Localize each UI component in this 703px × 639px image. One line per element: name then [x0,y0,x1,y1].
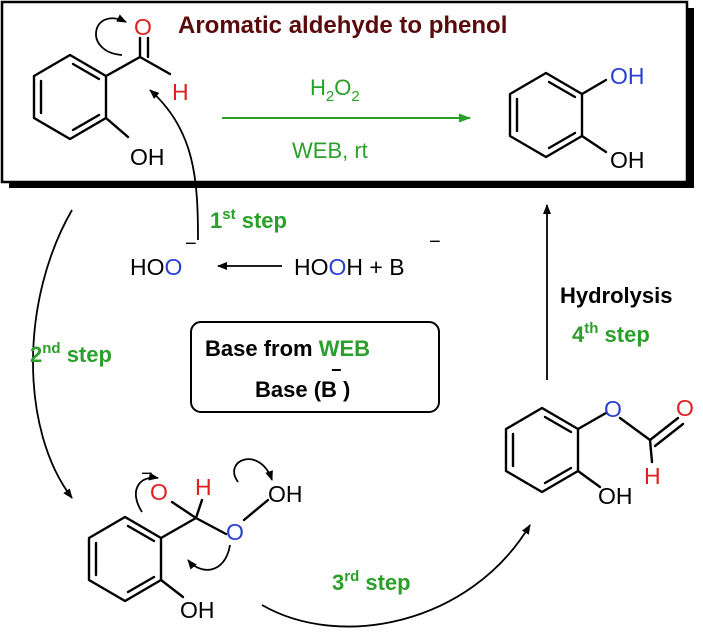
formate-O-ester: O [604,396,622,422]
curved-arrow-step3 [261,524,531,628]
formate-H: H [644,463,661,489]
formate-O-carbonyl: O [676,395,694,421]
product-ring [508,71,608,159]
base-box [190,321,440,413]
curved-arrow-OH [233,458,273,483]
product-OH-top: OH [610,63,645,89]
title: Aromatic aldehyde to phenol [178,12,507,39]
intermediate-H: H [195,474,212,500]
curved-arrow-step1 [149,89,199,241]
step1-label: 1st step [210,206,287,233]
hoo-charge: − [185,233,197,255]
base-box-line1: Base from WEB [205,336,370,361]
step4-label: 4th step [572,320,650,347]
conditions: WEB, rt [292,138,368,163]
intermediate-O-minus: O [150,479,168,505]
hooh-plus-base: HOOH + B [294,254,405,280]
product-OH-bottom: OH [610,147,645,173]
curved-arrow-O-minus [135,472,159,513]
curved-arrow-migration [187,544,231,571]
formate-ring [504,406,685,494]
base-box-charge: − [331,360,342,380]
base-charge: − [429,231,441,253]
intermediate-O: O [226,519,244,545]
intermediate-OH: OH [268,481,303,507]
curved-arrow-step2 [32,209,73,499]
formate-OH: OH [598,483,633,509]
top-box [0,0,689,184]
step3-label: 3rd step [332,568,411,595]
aldehyde-ring [32,36,172,141]
step2-label: 2nd step [30,340,112,367]
base-box-line2: Base (B ) [255,377,350,402]
curved-arrow-carbonyl [95,14,127,56]
hydrolysis-label: Hydrolysis [560,283,673,308]
aldehyde-OH: OH [130,144,165,170]
intermediate-charge: − [141,463,153,485]
aldehyde-O: O [134,14,152,40]
intermediate-ring-OH: OH [180,597,215,623]
intermediate-ring [87,498,270,603]
hoo-anion: HOO [130,254,182,280]
aldehyde-H: H [172,79,189,105]
reagent-H2O2: H2O2 [310,75,360,105]
